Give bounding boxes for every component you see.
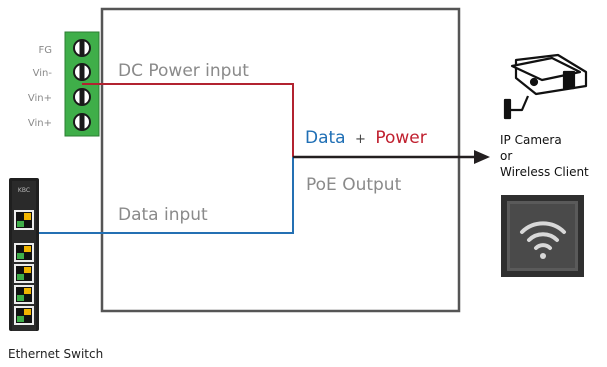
terminal-label-vin-plus-2: Vin+ bbox=[28, 118, 52, 129]
poe-output-label: PoE Output bbox=[306, 175, 402, 195]
ethernet-switch: KBC bbox=[9, 178, 39, 331]
dc-power-input-label: DC Power input bbox=[118, 61, 249, 81]
switch-brand: KBC bbox=[18, 187, 30, 194]
data-power-label: Data + Power bbox=[305, 128, 427, 148]
terminal-screw-vin-minus bbox=[73, 63, 91, 81]
or-label: or bbox=[500, 149, 512, 163]
wireless-client-label: Wireless Client bbox=[500, 165, 589, 179]
uplink-port bbox=[14, 210, 34, 230]
data-wire bbox=[38, 157, 294, 234]
output-arrow-head bbox=[474, 150, 490, 164]
switch-port-4 bbox=[14, 306, 34, 325]
wifi-icon bbox=[501, 195, 584, 277]
ethernet-switch-label: Ethernet Switch bbox=[8, 347, 103, 361]
data-input-label: Data input bbox=[118, 205, 208, 225]
terminal-label-fg: FG bbox=[38, 45, 52, 56]
terminal-screw-vin-plus-1 bbox=[73, 88, 91, 106]
switch-port-1 bbox=[14, 243, 34, 262]
terminal-label-vin-minus: Vin- bbox=[33, 68, 53, 79]
injector-box bbox=[100, 7, 461, 313]
ip-camera-label: IP Camera bbox=[500, 133, 562, 147]
terminal-screw-fg bbox=[73, 39, 91, 57]
terminal-screw-vin-plus-2 bbox=[73, 113, 91, 131]
data-word: Data bbox=[305, 128, 346, 148]
power-word: Power bbox=[375, 128, 426, 148]
power-wire bbox=[82, 83, 294, 157]
plus-sign: + bbox=[355, 132, 366, 147]
switch-port-3 bbox=[14, 285, 34, 304]
terminal-label-vin-plus-1: Vin+ bbox=[28, 93, 52, 104]
ip-camera-icon bbox=[503, 53, 588, 120]
switch-port-2 bbox=[14, 264, 34, 283]
